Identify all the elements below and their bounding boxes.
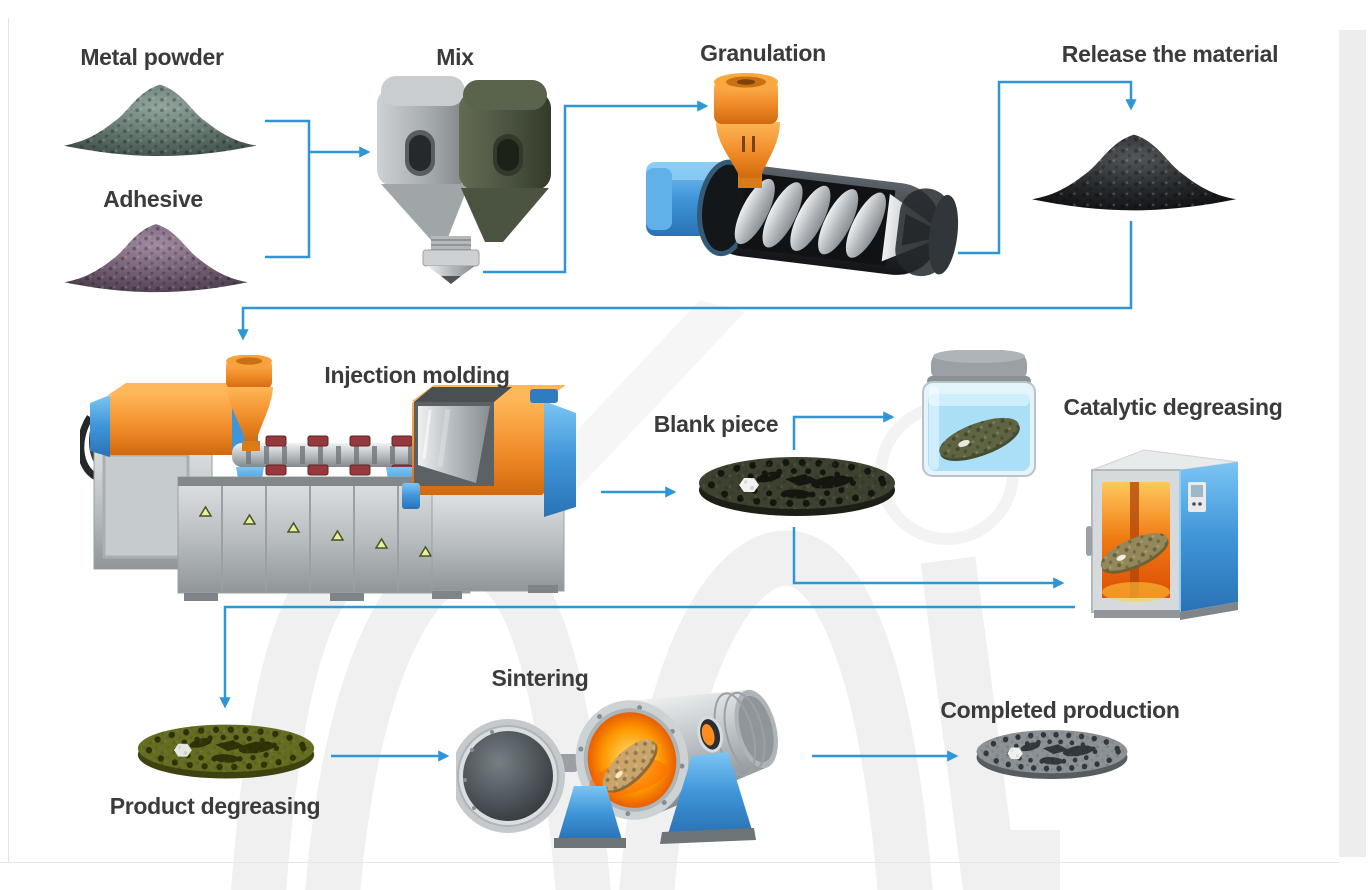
metal-powder-pile-illustration: [60, 76, 260, 158]
label-injection-molding: Injection molding: [324, 362, 510, 388]
page-bottom-border: [0, 862, 1340, 863]
label-metal-powder: Metal powder: [80, 44, 224, 70]
label-release-material: Release the material: [1061, 41, 1279, 67]
adhesive-pile-illustration: [56, 216, 256, 294]
degreasing-jar-illustration: [913, 350, 1045, 482]
catalytic-degreasing-oven-illustration: [1086, 434, 1242, 624]
arrow-blank-to-jar: [792, 411, 895, 450]
label-mix: Mix: [436, 44, 474, 70]
injection-molding-machine-illustration: [80, 355, 582, 603]
arrow-blank-to-oven: [792, 527, 1065, 589]
completed-product-disc-illustration: [975, 726, 1129, 784]
mixer-machine-illustration: [373, 72, 553, 284]
released-material-pile-illustration: [1028, 120, 1240, 218]
label-sintering: Sintering: [491, 665, 589, 691]
granulation-extruder-illustration: [646, 70, 966, 286]
label-catalytic-degreasing: Catalytic degreasing: [1063, 394, 1283, 420]
bracket-powders: [265, 119, 311, 259]
label-product-degreasing: Product degreasing: [109, 793, 321, 819]
label-granulation: Granulation: [700, 40, 826, 66]
page-right-strip: [1339, 30, 1366, 857]
page-left-border: [8, 18, 9, 862]
label-completed-production: Completed production: [940, 697, 1180, 723]
label-adhesive: Adhesive: [103, 186, 203, 212]
label-blank-piece: Blank piece: [653, 411, 779, 437]
blank-piece-disc-illustration: [697, 452, 897, 522]
product-degreasing-disc-illustration: [136, 720, 316, 784]
